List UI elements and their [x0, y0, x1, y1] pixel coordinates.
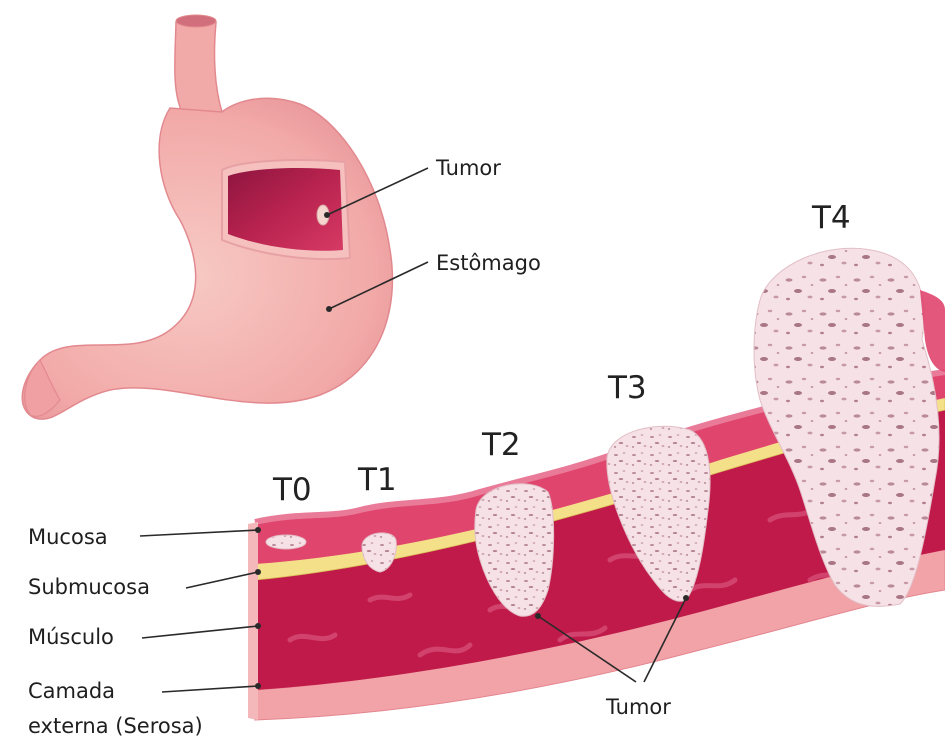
stage-label-t1: T1	[357, 462, 397, 498]
stomach-illustration: Tumor Estômago	[22, 15, 541, 419]
stage-label-t0: T0	[272, 472, 312, 508]
stomach-tumor-label: Tumor	[435, 156, 501, 180]
mucosa-pointer-dot	[255, 527, 261, 533]
wall-tumor-label: Tumor	[605, 695, 671, 719]
wall-cut-face	[248, 522, 258, 720]
submucosa-leader-line	[186, 572, 258, 588]
stage-label-t3: T3	[607, 370, 647, 406]
serosa-label-line1: Camada	[28, 679, 115, 703]
serosa-label-line2: externa (Serosa)	[28, 714, 203, 738]
muscle-pointer-dot	[255, 623, 261, 629]
serosa-leader-line	[162, 686, 258, 692]
mucosa-leader-line	[140, 530, 258, 536]
esophagus-opening	[176, 15, 216, 27]
mucosa-label: Mucosa	[28, 525, 108, 549]
submucosa-label: Submucosa	[28, 575, 150, 599]
stomach-organ-label: Estômago	[436, 251, 541, 275]
esophagus	[175, 22, 222, 112]
muscle-label: Músculo	[28, 625, 114, 649]
stomach-wall-section: T0 T1 T2 T3 T4 Mucosa Submucosa Músculo …	[28, 200, 945, 738]
muscle-leader-line	[142, 626, 258, 638]
stage-label-t4: T4	[811, 200, 851, 236]
stage-label-t2: T2	[481, 427, 521, 463]
serosa-pointer-dot	[255, 683, 261, 689]
tumor-t0	[266, 535, 306, 549]
submucosa-pointer-dot	[255, 569, 261, 575]
